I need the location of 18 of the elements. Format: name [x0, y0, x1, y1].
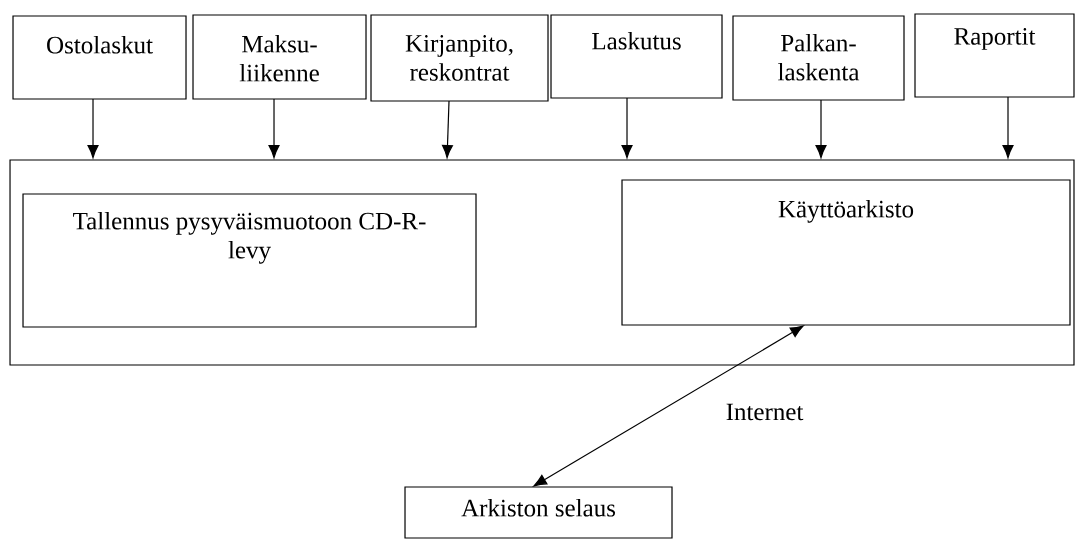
container-box [9, 159, 1075, 366]
arrow [87, 98, 99, 159]
process-box: Kirjanpito, reskontrat [370, 14, 549, 102]
arrow [1002, 96, 1014, 159]
arrow [621, 97, 633, 159]
process-box: Ostolaskut [12, 15, 187, 100]
process-box: Palkan- laskenta [732, 15, 905, 101]
process-box: Maksu- liikenne [192, 14, 367, 100]
arrow [815, 99, 827, 159]
arrow [533, 325, 804, 487]
edge-label: Internet [724, 402, 805, 422]
process-box: Laskutus [550, 14, 723, 99]
process-box: Raportit [914, 13, 1075, 98]
arrow [441, 100, 453, 159]
process-box: Arkiston selaus [404, 486, 673, 539]
storage-box: Käyttöarkisto [621, 179, 1071, 326]
arrow [268, 98, 280, 159]
storage-box: Tallennus pysyväismuotoon CD-R- levy [22, 193, 477, 328]
